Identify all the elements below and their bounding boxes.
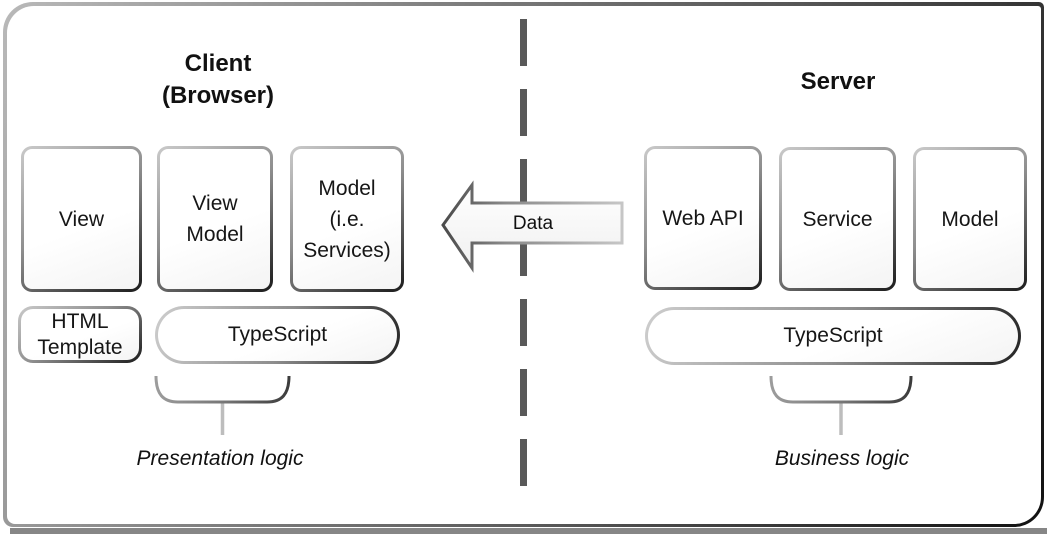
model-services-box: Model (i.e. Services) [290, 146, 404, 292]
view-model-box: View Model [157, 146, 273, 292]
presentation-logic-brace-icon [154, 375, 291, 435]
data-arrow-label: Data [512, 213, 554, 234]
client-typescript-pill: TypeScript [155, 306, 400, 364]
server-title: Server [800, 68, 876, 95]
view-model-box-label: View Model [160, 149, 270, 289]
client-title: Client (Browser) [161, 50, 275, 109]
server-typescript-pill: TypeScript [645, 307, 1021, 365]
frame-bottom-shadow [10, 528, 1047, 534]
data-left-arrow-icon [441, 180, 624, 273]
business-logic-brace-icon [769, 375, 913, 435]
server-model-box: Model [913, 147, 1027, 291]
html-template-box: HTML Template [18, 306, 142, 363]
presentation-logic-label: Presentation logic [136, 447, 304, 470]
service-box: Service [779, 147, 896, 291]
server-typescript-label: TypeScript [648, 310, 1018, 362]
model-services-box-label: Model (i.e. Services) [293, 149, 401, 289]
client-server-dashed-divider [520, 19, 527, 487]
business-logic-label: Business logic [774, 447, 910, 470]
html-template-box-label: HTML Template [21, 309, 139, 360]
view-box-label: View [24, 149, 139, 289]
web-api-box-label: Web API [647, 149, 759, 287]
server-model-box-label: Model [916, 150, 1024, 288]
service-box-label: Service [782, 150, 893, 288]
client-typescript-label: TypeScript [158, 309, 397, 361]
view-box: View [21, 146, 142, 292]
web-api-box: Web API [644, 146, 762, 290]
